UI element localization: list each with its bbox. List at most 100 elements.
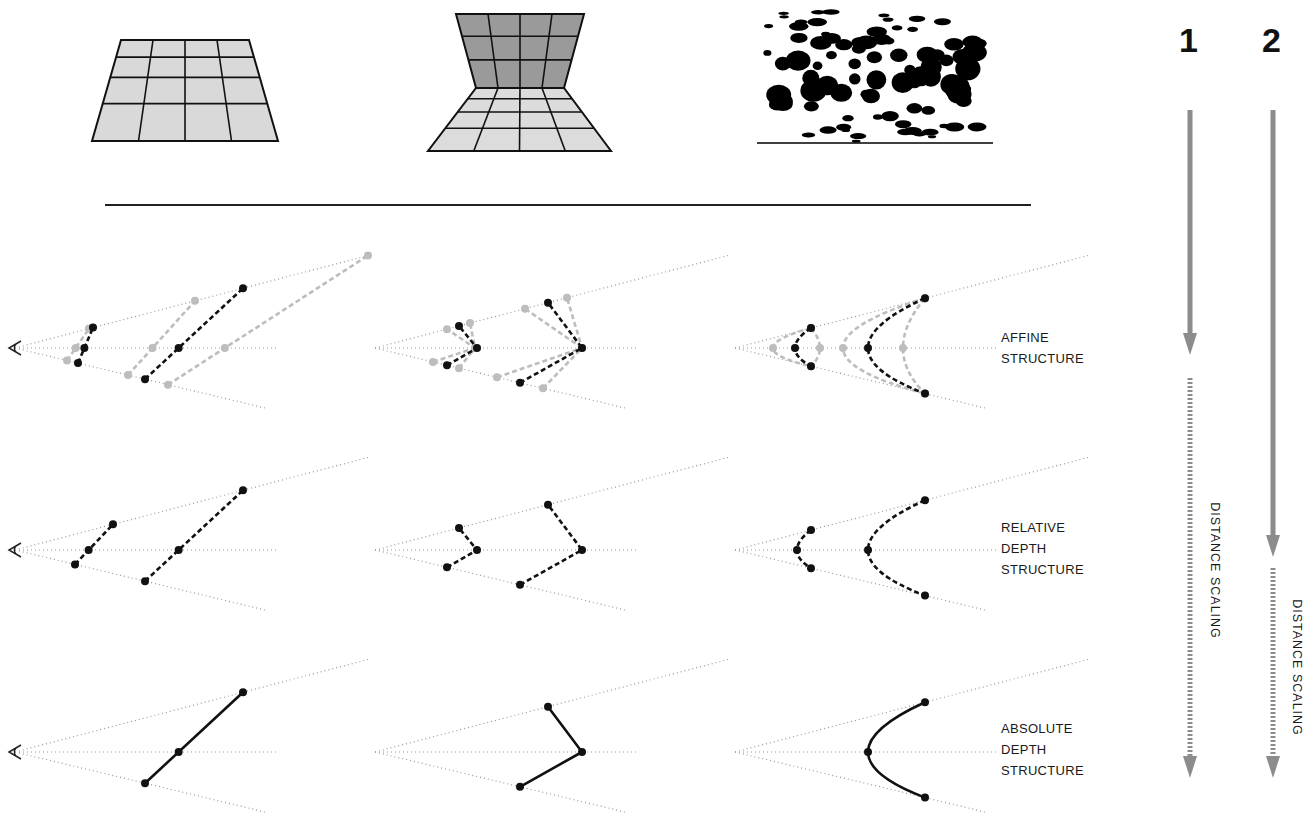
texture-blob (934, 18, 951, 25)
texture-blob (802, 132, 815, 137)
surface-point (516, 581, 524, 589)
sight-line (375, 550, 625, 610)
separator-line (105, 204, 1031, 206)
sight-line (375, 348, 625, 408)
curved-surface (868, 702, 925, 797)
surface-point (921, 496, 929, 504)
surface-point (578, 344, 586, 352)
surface-point (429, 358, 437, 366)
callout-number: 1 (1179, 20, 1198, 60)
surface-point (864, 344, 872, 352)
texture-blob (907, 103, 923, 113)
surface-point (124, 371, 132, 379)
texture-blob (883, 38, 894, 45)
sight-line (15, 549, 277, 550)
surface-point (578, 546, 586, 554)
texture-blob (862, 89, 880, 103)
texture-blob (895, 120, 911, 128)
sight-line (15, 347, 277, 348)
texture-blob (800, 80, 826, 102)
sight-line (375, 751, 637, 752)
sight-line (375, 549, 637, 550)
grid-line (519, 88, 521, 151)
surface-point (921, 592, 929, 600)
sight-line (15, 550, 265, 610)
texture-blob (826, 51, 837, 59)
grid-line (474, 88, 498, 151)
sight-line (735, 659, 1090, 752)
texture-blob (882, 17, 893, 21)
row-label: ABSOLUTE DEPTH STRUCTURE (1001, 718, 1093, 781)
surface-point (921, 294, 929, 302)
grid-line (488, 14, 498, 88)
surface-point (473, 344, 481, 352)
sight-line (375, 457, 730, 550)
surface-point (239, 486, 247, 494)
texture-blob (867, 27, 887, 38)
texture-blob (763, 50, 771, 56)
surface-point (544, 703, 552, 711)
sight-line (375, 659, 730, 752)
panel-row (9, 659, 1090, 812)
surface-point (239, 688, 247, 696)
grid-line (542, 88, 565, 151)
texture-blob (789, 22, 808, 31)
corner-surface (447, 329, 475, 368)
panel-row (9, 252, 1090, 408)
surface-point (921, 294, 929, 302)
sight-line (15, 348, 265, 408)
texture-blob (842, 115, 853, 121)
texture-blob (836, 124, 851, 131)
texture-edge (757, 142, 993, 144)
surface-point (364, 252, 372, 260)
surface-point (921, 390, 929, 398)
surface-point (544, 299, 552, 307)
surface-point (80, 344, 88, 352)
texture-blob (968, 122, 987, 131)
grid-surface (428, 88, 611, 151)
texture-blob (909, 16, 926, 22)
surface-point (769, 344, 777, 352)
surface-point (839, 344, 847, 352)
texture-blob (881, 111, 899, 121)
grid-line (519, 14, 521, 88)
surface-point (791, 344, 799, 352)
grid-line (217, 40, 232, 141)
surface-point (578, 344, 586, 352)
texture-blob (892, 25, 903, 30)
texture-blob (764, 24, 773, 28)
curved-surface (868, 298, 925, 393)
curved-surface (843, 298, 925, 393)
sight-line (15, 752, 265, 812)
surface-point (74, 359, 82, 367)
texture-blob (890, 49, 907, 62)
surface-point (807, 362, 815, 370)
surface-point (191, 297, 199, 305)
row-label: AFFINE STRUCTURE (1001, 327, 1093, 369)
surface-point (921, 294, 929, 302)
surface-point (109, 520, 117, 528)
surface-point (899, 344, 907, 352)
surface-point (793, 546, 801, 554)
surface-point (544, 501, 552, 509)
surface-point (455, 524, 463, 532)
texture-blob (779, 15, 788, 18)
texture-blob (911, 66, 931, 86)
corner-surface (525, 309, 582, 389)
surface-point (473, 546, 481, 554)
texture-blob (813, 61, 823, 70)
surface-point (148, 344, 156, 352)
dotted-arrow (1183, 378, 1197, 778)
grid-surface (456, 14, 584, 88)
surface-point (175, 546, 183, 554)
planar-surface (168, 256, 368, 385)
texture-blob (849, 73, 861, 84)
surface-point (516, 379, 524, 387)
blob-texture (757, 9, 993, 143)
sight-line (375, 255, 730, 348)
surface-point (443, 325, 451, 333)
grid-line (184, 40, 186, 141)
surface-point (807, 564, 815, 572)
texture-blob (848, 58, 861, 69)
